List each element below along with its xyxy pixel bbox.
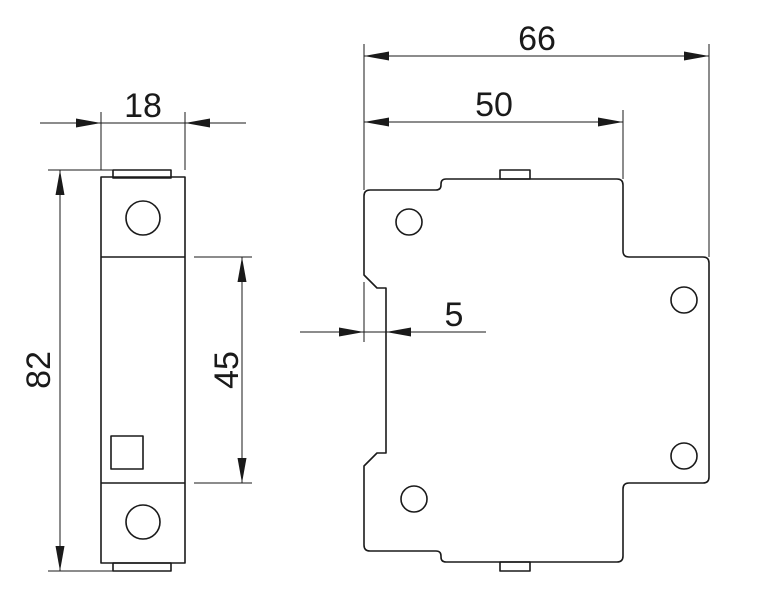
dim-label-82: 82 (20, 351, 58, 389)
dim-label-5: 5 (445, 296, 464, 334)
front-view (100, 169, 186, 572)
side-hole-top-right (670, 286, 698, 314)
dim-rail-depth: 50 (364, 86, 624, 179)
front-top-screw (125, 200, 161, 236)
side-hole-bottom-right (670, 442, 698, 470)
side-hole-bottom-left (400, 485, 428, 513)
dim-module-width: 18 (40, 87, 246, 170)
dim-total-depth: 66 (363, 20, 710, 257)
dim-middle-height: 45 (194, 256, 252, 484)
side-hole-top-left (395, 208, 423, 236)
front-bottom-tab (112, 562, 172, 572)
side-top-tab (499, 169, 531, 180)
front-body (100, 176, 186, 564)
dim-label-50: 50 (475, 86, 513, 124)
dim-label-18: 18 (124, 87, 162, 125)
dim-label-45: 45 (208, 351, 246, 389)
side-bottom-tab (499, 561, 531, 572)
indicator-window (110, 435, 144, 470)
dim-module-height: 82 (20, 169, 113, 572)
front-top-tab (112, 169, 172, 179)
side-body (363, 178, 710, 563)
dim-label-66: 66 (518, 20, 556, 58)
dim-rail-offset: 5 (300, 282, 486, 342)
side-view (363, 169, 710, 572)
front-bottom-screw (125, 504, 161, 540)
